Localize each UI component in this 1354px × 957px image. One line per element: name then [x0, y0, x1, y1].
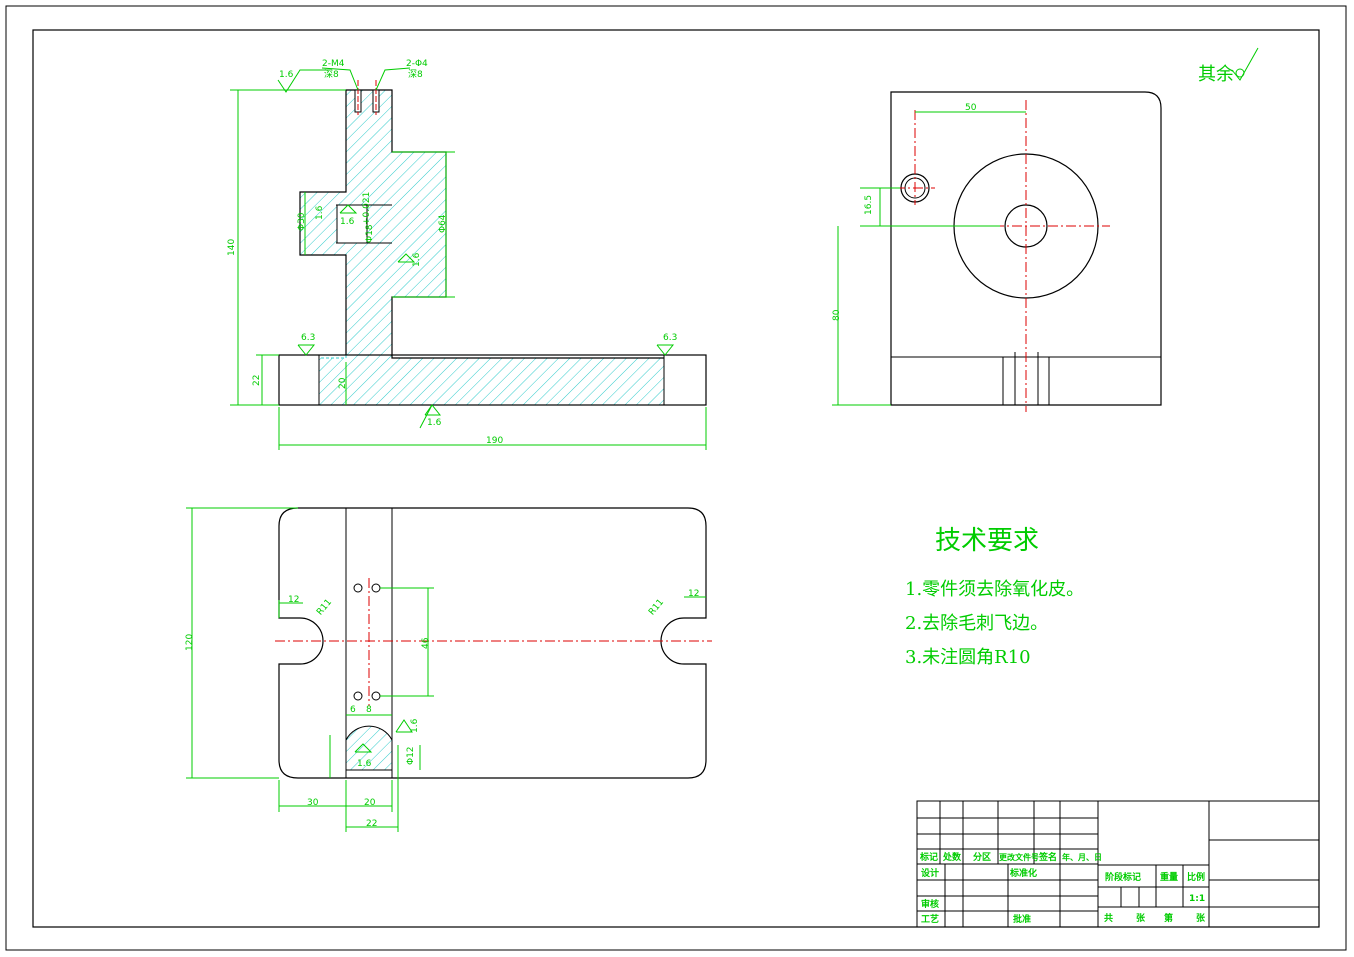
- inner-frame: [32, 29, 1320, 928]
- front-base: [278, 354, 707, 406]
- tb-date: 年、月、日: [1062, 852, 1102, 862]
- hole-left-depth: 深8: [324, 69, 339, 80]
- tech-req-item-3: 3.未注圆角R10: [905, 647, 1031, 668]
- dim-radius-right: R11: [647, 597, 666, 617]
- dim-length-190: 190: [486, 436, 503, 446]
- top-view: 120 12 12 R11 R11 46 6 8 30 20 22 Φ12 1.…: [185, 507, 712, 832]
- dim-30: 30: [307, 798, 319, 808]
- tb-approve: 批准: [1013, 913, 1031, 925]
- top-boss-hatch: [345, 725, 393, 771]
- rough-top-label: 1.6: [279, 70, 294, 80]
- dim-height-140: 140: [227, 239, 237, 256]
- side-view: 50 16.5 80: [832, 91, 1162, 412]
- tb-zone: 分区: [973, 851, 991, 863]
- rough-63-left: 6.3: [301, 333, 315, 343]
- tb-sheets: 张: [1136, 912, 1146, 924]
- tb-design: 设计: [921, 867, 939, 879]
- rough-top-view: 1.6: [357, 759, 372, 769]
- surface-finish-note: 其余: [1198, 64, 1234, 85]
- title-block: [916, 800, 1320, 928]
- dim-phi12: Φ12: [406, 746, 416, 765]
- hole-right-depth: 深8: [408, 69, 423, 80]
- dim-wall-20: 20: [338, 377, 348, 389]
- rough-boss: 1.6: [412, 252, 422, 267]
- dim-bore-dia: Φ30: [297, 212, 307, 231]
- tech-req-title: 技术要求: [935, 526, 1040, 556]
- tb-page: 第: [1164, 912, 1173, 924]
- dim-8: 8: [366, 705, 372, 715]
- dim-slot-12-right: 12: [688, 589, 699, 599]
- dim-radius-left: R11: [315, 597, 334, 617]
- hole-left-callout: 2-M4: [322, 59, 345, 69]
- tb-mark: 标记: [919, 851, 938, 863]
- tb-standard: 标准化: [1009, 867, 1037, 879]
- dim-width-120: 120: [185, 634, 195, 651]
- surface-note-symbol: [1231, 47, 1259, 81]
- tb-stage: 阶段标记: [1105, 871, 1141, 883]
- dim-x-50: 50: [965, 103, 977, 113]
- dim-boss-dia: Φ64: [438, 214, 448, 233]
- tb-sheet2: 张: [1196, 912, 1206, 924]
- tb-change-doc: 更改文件号: [999, 852, 1039, 862]
- tb-scale-value: 1:1: [1189, 894, 1205, 904]
- front-view: 1.6 2-M4 深8 2-Φ4 深8 140 22 20 190 Φ64 Φ3…: [227, 59, 707, 450]
- tech-req-item-1: 1.零件须去除氧化皮。: [905, 579, 1085, 600]
- tb-scale: 比例: [1187, 871, 1205, 883]
- dim-base-22: 22: [252, 375, 262, 386]
- tb-weight: 重量: [1160, 871, 1178, 883]
- dim-bore-tol: +0.021: [362, 192, 372, 225]
- rough-top-view-right: 1.6: [410, 718, 420, 733]
- dim-22: 22: [366, 819, 377, 829]
- dim-6: 6: [350, 705, 356, 715]
- tb-review: 审核: [921, 898, 939, 910]
- tb-count: 处数: [942, 851, 962, 863]
- dim-20: 20: [364, 798, 376, 808]
- dim-bore-inner: Φ18: [365, 224, 375, 243]
- outer-border: [5, 5, 1347, 951]
- rough-bottom: 1.6: [427, 418, 442, 428]
- rough-bore-left: 1.6: [315, 205, 325, 220]
- tb-total: 共: [1104, 912, 1113, 924]
- dim-y-165: 16.5: [864, 195, 874, 215]
- dim-center-80: 80: [832, 309, 842, 321]
- rough-bore: 1.6: [340, 217, 355, 227]
- hole-right-callout: 2-Φ4: [406, 59, 428, 69]
- tech-req-item-2: 2.去除毛刺飞边。: [905, 613, 1049, 634]
- dim-hole-spacing: 46: [421, 637, 431, 649]
- tb-sign: 签名: [1038, 851, 1057, 863]
- rough-63-right: 6.3: [663, 333, 677, 343]
- tb-process: 工艺: [921, 913, 939, 925]
- dim-slot-12-left: 12: [288, 595, 299, 605]
